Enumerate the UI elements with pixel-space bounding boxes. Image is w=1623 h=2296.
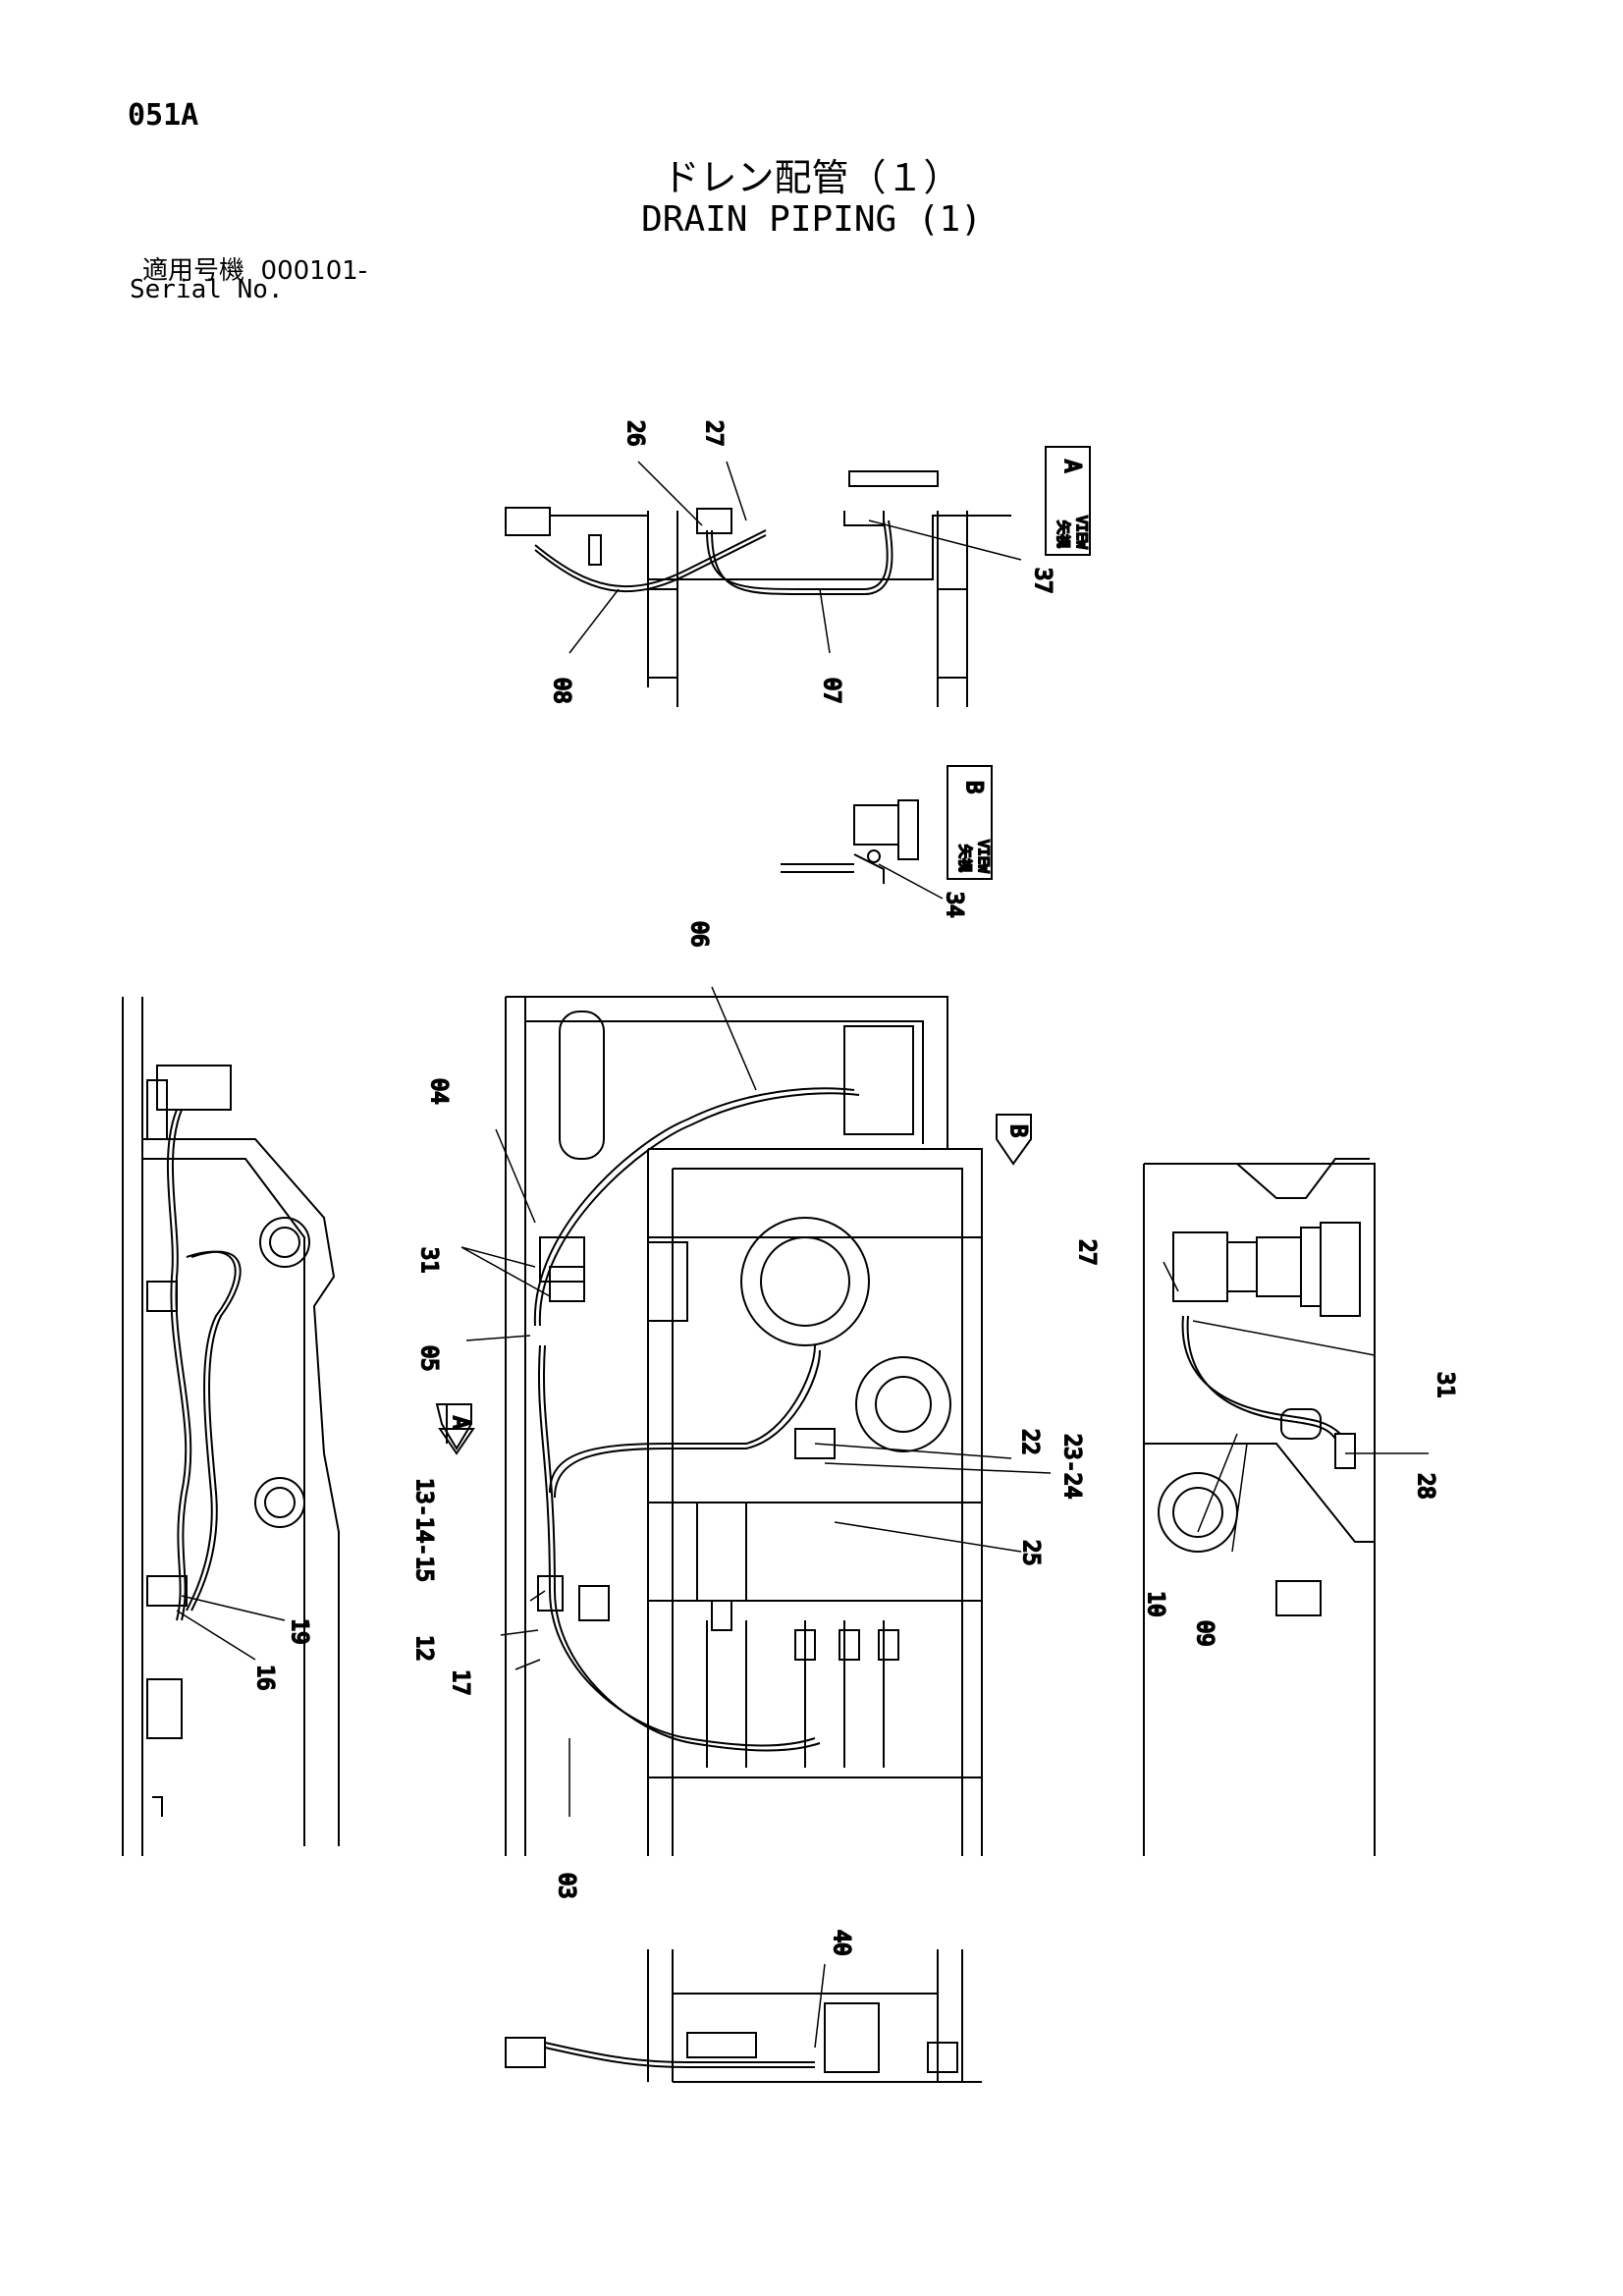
view-a-kanji: 矢視 <box>1055 520 1070 548</box>
view-a-letter: A <box>1059 460 1084 472</box>
callout-06: 06 <box>686 921 711 948</box>
view-a-word: VIEW <box>1073 516 1089 549</box>
page-title-japanese: ドレン配管（１） <box>662 156 961 199</box>
callout-12: 12 <box>411 1635 436 1662</box>
callout-22: 22 <box>1017 1429 1042 1455</box>
callout-27-right: 27 <box>1074 1239 1099 1266</box>
bottom-view-drawing <box>505 1949 982 2083</box>
page-title-english: DRAIN PIPING (1) <box>641 199 982 240</box>
right-side-view <box>1143 1158 1376 1856</box>
callout-25: 25 <box>1018 1540 1043 1566</box>
serial-number: 000101- <box>260 256 368 286</box>
callout-26: 26 <box>622 420 647 447</box>
callout-31-right: 31 <box>1433 1372 1457 1398</box>
serial-jp-label: 適用号機 <box>142 256 245 286</box>
callout-09: 09 <box>1192 1620 1217 1647</box>
callout-40: 40 <box>829 1930 853 1956</box>
arrow-a-letter: A <box>448 1416 472 1429</box>
callout-19: 19 <box>287 1618 311 1645</box>
view-b-letter: B <box>961 781 986 793</box>
callout-07: 07 <box>819 678 843 704</box>
view-a-drawing <box>505 470 1011 707</box>
view-b-box <box>947 765 993 880</box>
view-b-word: VIEW <box>975 840 991 873</box>
main-plan-view <box>505 996 983 1856</box>
callout-03: 03 <box>554 1873 578 1899</box>
callout-04: 04 <box>426 1078 451 1105</box>
arrow-b <box>996 1114 1032 1166</box>
callout-31-left: 31 <box>416 1247 441 1274</box>
callout-08: 08 <box>549 678 573 704</box>
view-a-box <box>1045 446 1091 556</box>
callout-17: 17 <box>448 1669 472 1696</box>
arrow-b-letter: B <box>1005 1124 1030 1137</box>
page-code: 051A <box>128 98 199 133</box>
callout-34: 34 <box>942 892 966 918</box>
callout-37: 37 <box>1030 568 1055 594</box>
callout-27-top: 27 <box>701 420 726 447</box>
serial-label-japanese: 適用号機 000101- <box>142 250 367 287</box>
callout-16: 16 <box>252 1665 277 1691</box>
callout-13-14-15: 13-14-15 <box>411 1478 436 1582</box>
callout-10: 10 <box>1143 1591 1167 1617</box>
left-side-view <box>122 997 340 1856</box>
view-b-drawing <box>781 799 919 884</box>
view-b-kanji: 矢視 <box>956 845 972 872</box>
serial-label-english: Serial No. <box>130 275 284 304</box>
callout-28: 28 <box>1413 1473 1437 1500</box>
callout-05: 05 <box>416 1345 441 1372</box>
arrow-a <box>435 1403 475 1455</box>
callout-23-24: 23-24 <box>1059 1434 1084 1499</box>
